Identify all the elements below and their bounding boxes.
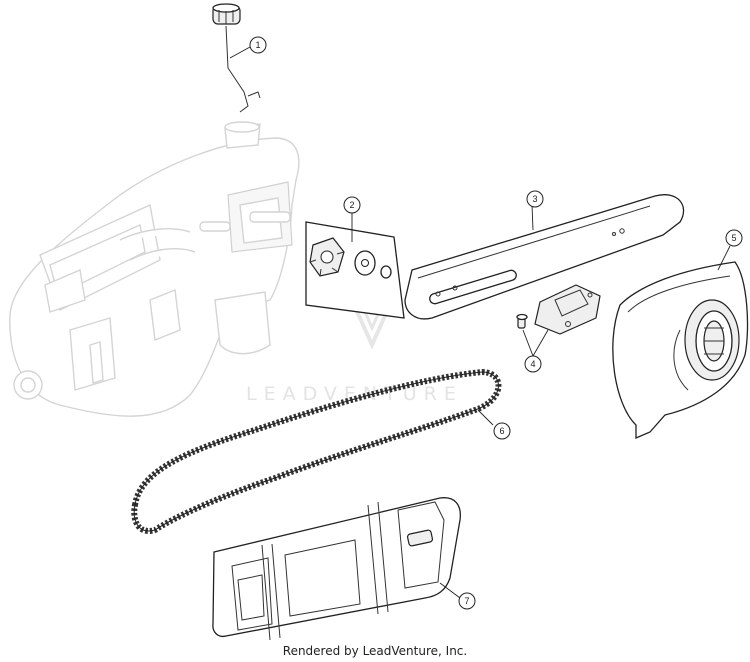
part-7-scabbard[interactable] bbox=[212, 497, 461, 641]
part-5-sprocket-cover[interactable] bbox=[612, 261, 749, 439]
svg-text:6: 6 bbox=[499, 426, 504, 436]
part-1-oil-cap[interactable] bbox=[212, 3, 261, 113]
callout-7[interactable]: 7 bbox=[458, 592, 476, 610]
callout-5[interactable]: 5 bbox=[725, 229, 743, 247]
part-3-guide-bar[interactable] bbox=[404, 194, 685, 320]
svg-text:3: 3 bbox=[532, 194, 537, 204]
svg-text:5: 5 bbox=[731, 233, 736, 243]
footer-credit: Rendered by LeadVenture, Inc. bbox=[282, 644, 468, 658]
callout-4[interactable]: 4 bbox=[524, 355, 542, 373]
part-6-saw-chain[interactable] bbox=[131, 368, 502, 534]
svg-text:1: 1 bbox=[255, 40, 260, 50]
svg-text:LEADVENTURE: LEADVENTURE bbox=[246, 383, 463, 405]
leader-lines bbox=[229, 46, 731, 599]
callout-2[interactable]: 2 bbox=[343, 196, 361, 214]
part-2-sprocket-kit[interactable] bbox=[305, 221, 405, 319]
callout-3[interactable]: 3 bbox=[526, 190, 544, 208]
part-4-bar-plate[interactable] bbox=[516, 284, 601, 335]
callout-6[interactable]: 6 bbox=[493, 422, 511, 440]
chainsaw-body-ghost bbox=[9, 121, 300, 417]
svg-text:7: 7 bbox=[464, 596, 469, 606]
svg-text:4: 4 bbox=[530, 359, 535, 369]
svg-text:2: 2 bbox=[349, 200, 354, 210]
callout-1[interactable]: 1 bbox=[249, 36, 267, 54]
